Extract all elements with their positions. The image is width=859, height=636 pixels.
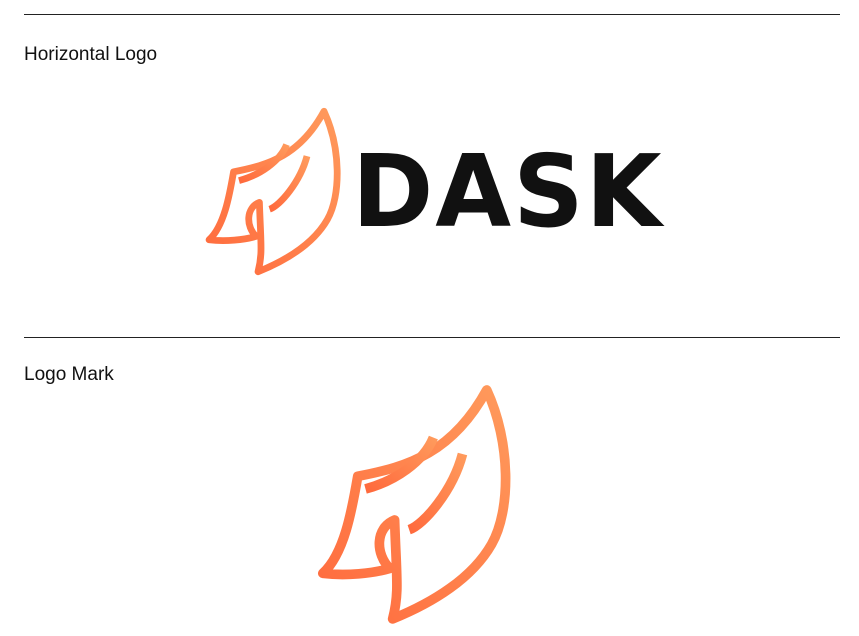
dask-wordmark: DASK (352, 133, 664, 250)
section-title-logo-mark: Logo Mark (24, 364, 114, 385)
section-title-horizontal-logo: Horizontal Logo (24, 44, 158, 65)
wing-flame-icon (205, 107, 341, 276)
logo-mark-icon (317, 385, 511, 624)
top-divider (24, 14, 840, 15)
middle-divider (24, 337, 840, 338)
